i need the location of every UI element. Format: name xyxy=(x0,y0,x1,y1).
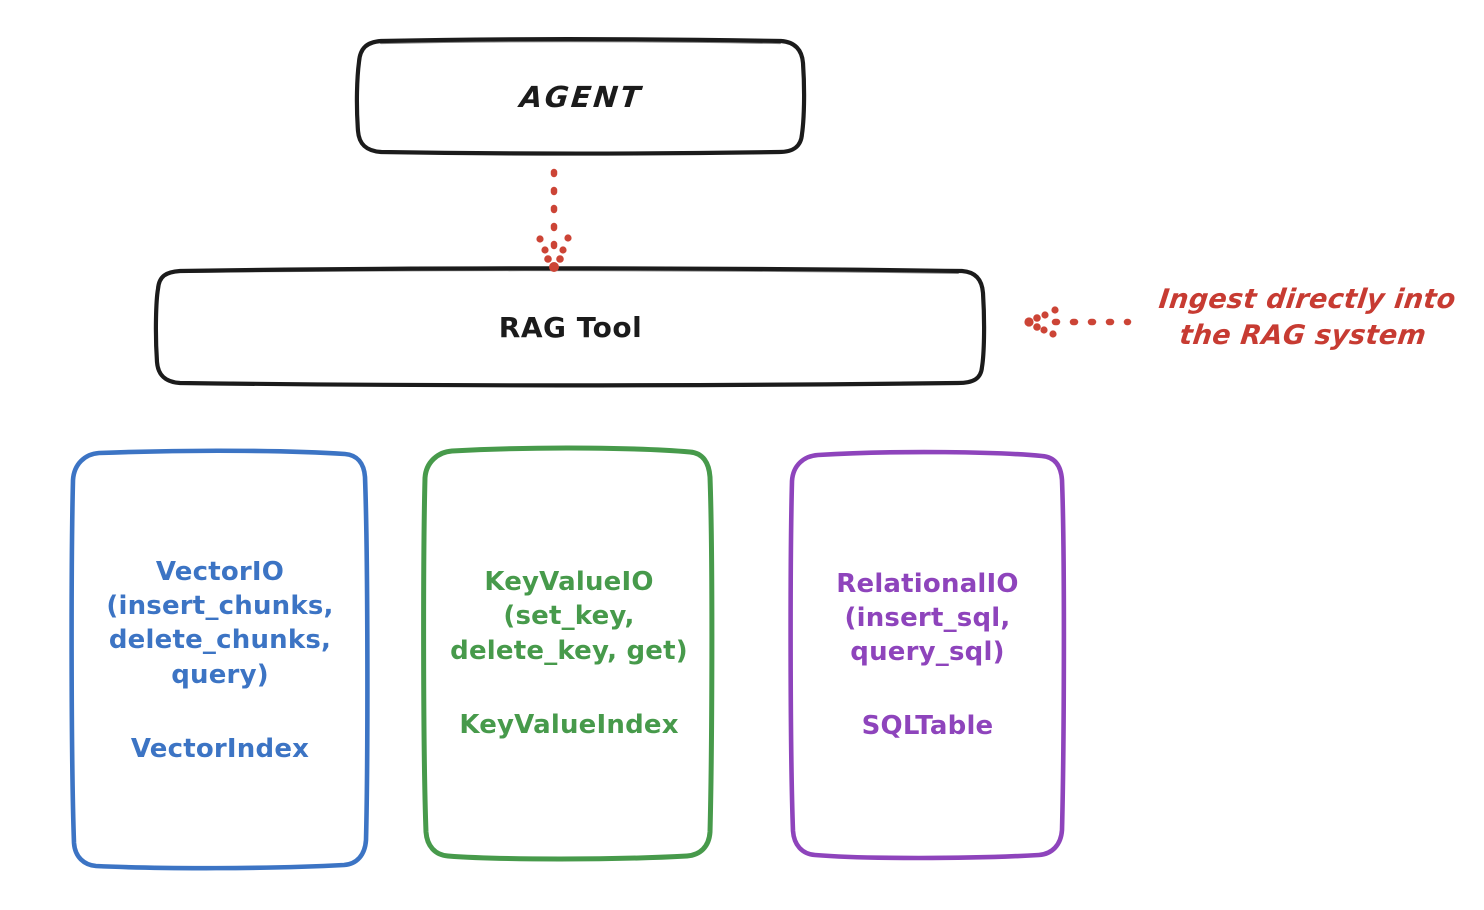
vector-io-node-shape[interactable] xyxy=(69,448,370,871)
ingest-annotation-line-1: Ingest directly into xyxy=(1157,284,1458,315)
agent-node-shape[interactable] xyxy=(354,37,807,156)
connector-agent-to-rag-tool xyxy=(536,168,572,272)
relational-io-node-shape[interactable] xyxy=(788,449,1067,861)
ingest-annotation: Ingest directly into the RAG system xyxy=(1136,282,1475,354)
connector-annotation-to-rag-tool xyxy=(1024,306,1132,338)
ingest-annotation-line-2: the RAG system xyxy=(1177,320,1428,352)
key-value-io-node-shape[interactable] xyxy=(421,445,715,862)
rag-tool-node-shape[interactable] xyxy=(153,266,987,388)
